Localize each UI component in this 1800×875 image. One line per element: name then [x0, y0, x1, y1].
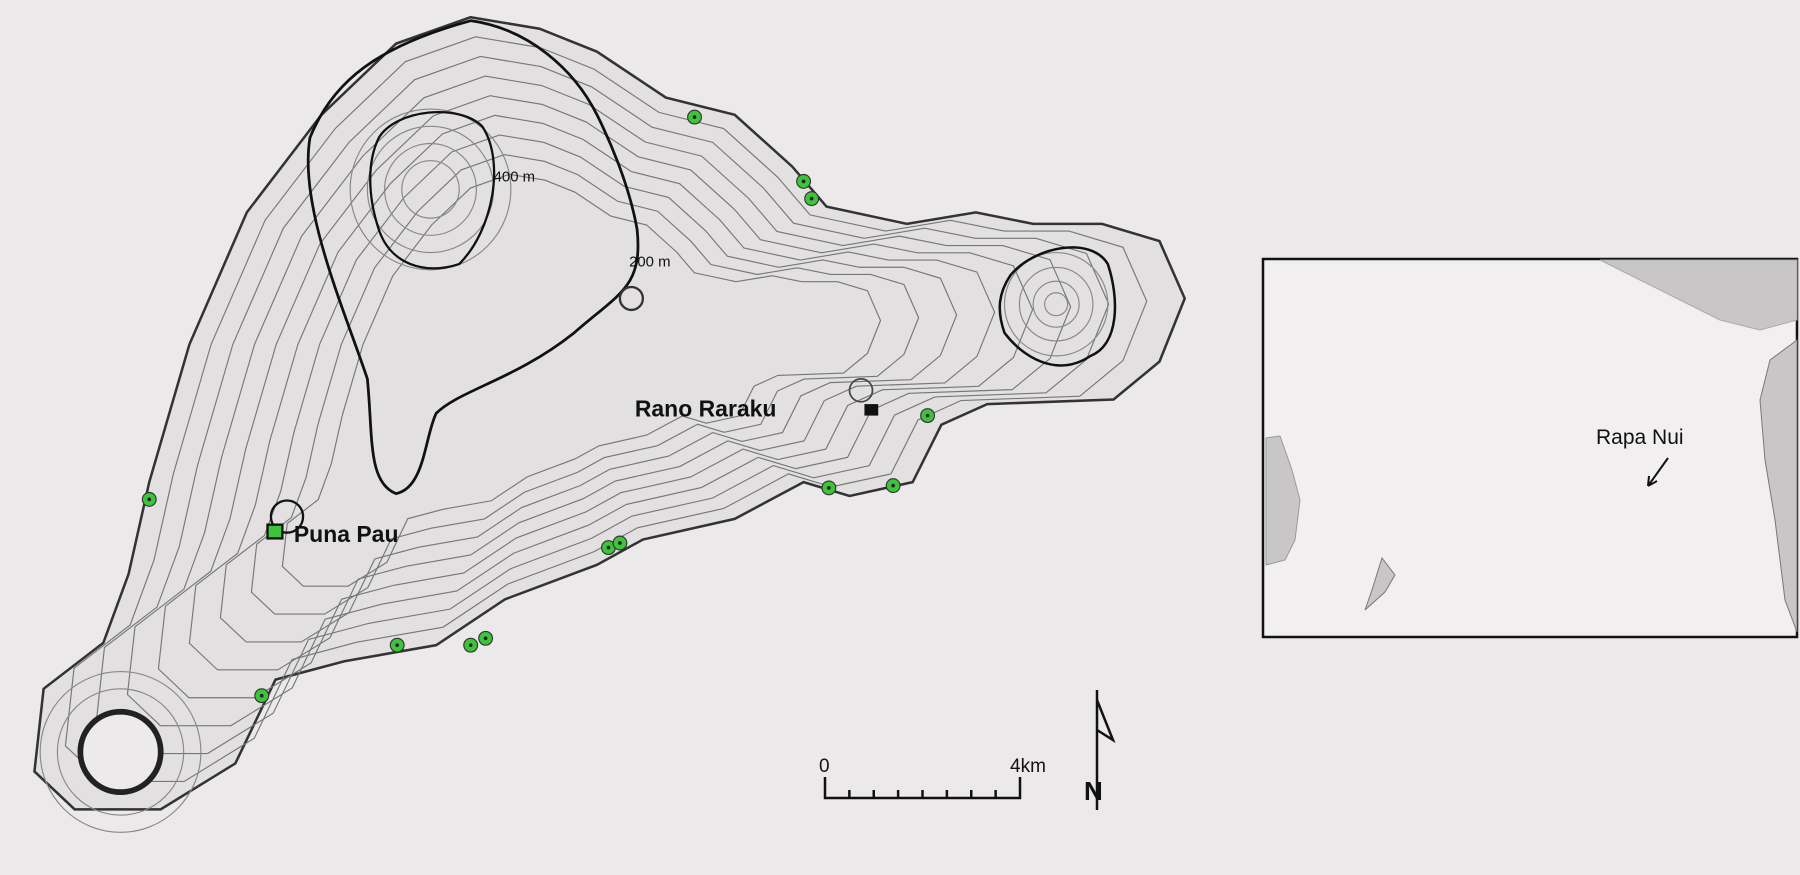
- contour-line: [219, 134, 958, 643]
- contour-line: [188, 114, 996, 671]
- contour-line: [401, 160, 460, 219]
- north-america-landmass: [1599, 259, 1798, 331]
- site-marker-dot: [801, 179, 806, 184]
- site-marker-dot: [395, 643, 400, 648]
- contour-line: [95, 55, 1110, 755]
- north-label: N: [1084, 776, 1103, 806]
- site-marker-dot: [809, 196, 814, 201]
- contour-line: [384, 142, 477, 236]
- north-arrow-icon: [1095, 690, 1116, 810]
- contour-line: [250, 154, 920, 615]
- site-markers: [141, 109, 936, 704]
- site-marker-dot: [891, 483, 895, 488]
- contour-line: [349, 108, 512, 271]
- site-marker-dot: [147, 497, 152, 502]
- contour-200m: [306, 19, 640, 496]
- site-marker-dot: [827, 486, 831, 490]
- rano-raraku-marker: [864, 404, 879, 416]
- inset-map: Rapa Nui: [1261, 257, 1799, 639]
- inset-label-rapa-nui: Rapa Nui: [1596, 426, 1684, 449]
- island-contours: [33, 15, 1187, 833]
- contour-line: [157, 95, 1034, 699]
- scale-start-label: 0: [819, 756, 830, 777]
- site-marker-dot: [692, 115, 697, 119]
- contour-line: [1003, 251, 1109, 357]
- coastline: [33, 15, 1187, 811]
- south-america-landmass: [1759, 339, 1798, 633]
- site-marker-dot: [468, 643, 473, 648]
- site-marker-dot: [925, 413, 930, 418]
- australia-landmass: [1265, 435, 1301, 566]
- contour-400m: [369, 110, 496, 270]
- site-marker-dot: [618, 541, 622, 545]
- contour-label-400m: 400 m: [494, 168, 535, 185]
- scale-end-label: 4km: [1010, 756, 1046, 777]
- contour-poike: [998, 246, 1117, 367]
- contour-line: [56, 688, 185, 816]
- rapa-nui-arrow-icon: [1647, 457, 1669, 487]
- crater-rano-kau: [77, 708, 164, 795]
- contour-line: [281, 173, 882, 587]
- contour-line: [126, 75, 1072, 727]
- place-label-puna-pau: Puna Pau: [294, 521, 399, 547]
- contour-label-200m: 200 m: [629, 253, 670, 270]
- contour-line: [1018, 266, 1094, 342]
- crater-small: [618, 285, 645, 312]
- new-zealand-landmass: [1364, 556, 1396, 611]
- contour-line: [1044, 292, 1069, 317]
- site-marker-dot: [483, 636, 488, 641]
- contour-line: [39, 671, 202, 833]
- contour-line: [64, 36, 1148, 783]
- contour-line: [1032, 280, 1080, 328]
- puna-pau-marker: [266, 523, 284, 540]
- site-marker-dot: [259, 693, 264, 698]
- scale-bar: [823, 777, 1022, 800]
- crater-rano-raraku: [848, 377, 874, 403]
- crater-puna-pau: [269, 499, 305, 534]
- place-label-rano-raraku: Rano Raraku: [635, 396, 777, 422]
- site-marker-dot: [606, 545, 611, 550]
